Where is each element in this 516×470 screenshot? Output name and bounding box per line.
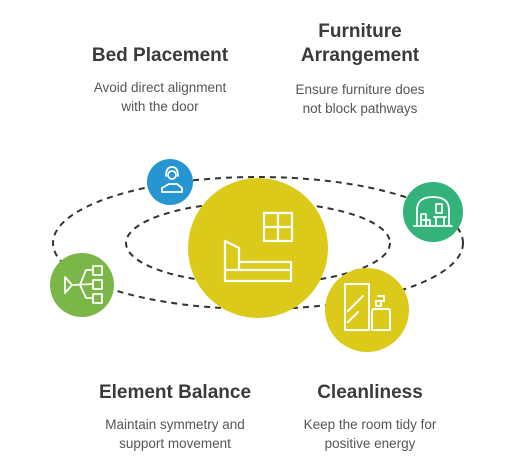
cleanliness-desc: Keep the room tidy for positive energy <box>265 415 475 453</box>
element-balance-label: Element Balance Maintain symmetry and su… <box>60 381 290 453</box>
bed-placement-title: Bed Placement <box>91 45 229 66</box>
furniture-arrangement-desc: Ensure furniture does not block pathways <box>270 80 450 118</box>
bed-window-icon <box>223 211 294 283</box>
flow-branch-icon <box>64 265 103 304</box>
cleanliness-label: Cleanliness Keep the room tidy for posit… <box>265 381 475 453</box>
furniture-arrangement-title: Furniture Arrangement <box>270 20 450 68</box>
element-balance-desc-line1: Maintain symmetry and <box>105 417 245 432</box>
furniture-arrangement-title-line1: Furniture <box>318 21 402 42</box>
element-balance-desc: Maintain symmetry and support movement <box>60 415 290 453</box>
room-furniture-icon <box>413 196 453 227</box>
element-balance-title: Element Balance <box>98 382 252 403</box>
cleanliness-desc-line1: Keep the room tidy for <box>303 417 437 432</box>
center-circle <box>188 178 328 318</box>
furniture-arrangement-circle <box>403 182 463 242</box>
furniture-arrangement-desc-line2: not block pathways <box>302 101 418 116</box>
cleanliness-title: Cleanliness <box>317 382 423 403</box>
cleanliness-circle <box>325 268 409 352</box>
cleaning-spray-icon <box>344 283 391 331</box>
outer-orbit <box>52 176 464 310</box>
bed-placement-desc: Avoid direct alignment with the door <box>60 78 260 116</box>
bed-placement-label: Bed Placement Avoid direct alignment wit… <box>60 44 260 116</box>
furniture-arrangement-title-line2: Arrangement <box>300 45 420 66</box>
front-desk-person-icon <box>161 166 183 193</box>
bed-placement-desc-line1: Avoid direct alignment <box>93 80 227 95</box>
furniture-arrangement-label: Furniture Arrangement Ensure furniture d… <box>270 20 450 118</box>
bed-placement-desc-line2: with the door <box>121 99 199 114</box>
furniture-arrangement-desc-line1: Ensure furniture does <box>295 82 425 97</box>
bed-placement-circle <box>147 159 193 205</box>
element-balance-desc-line2: support movement <box>119 436 231 451</box>
cleanliness-desc-line2: positive energy <box>324 436 416 451</box>
